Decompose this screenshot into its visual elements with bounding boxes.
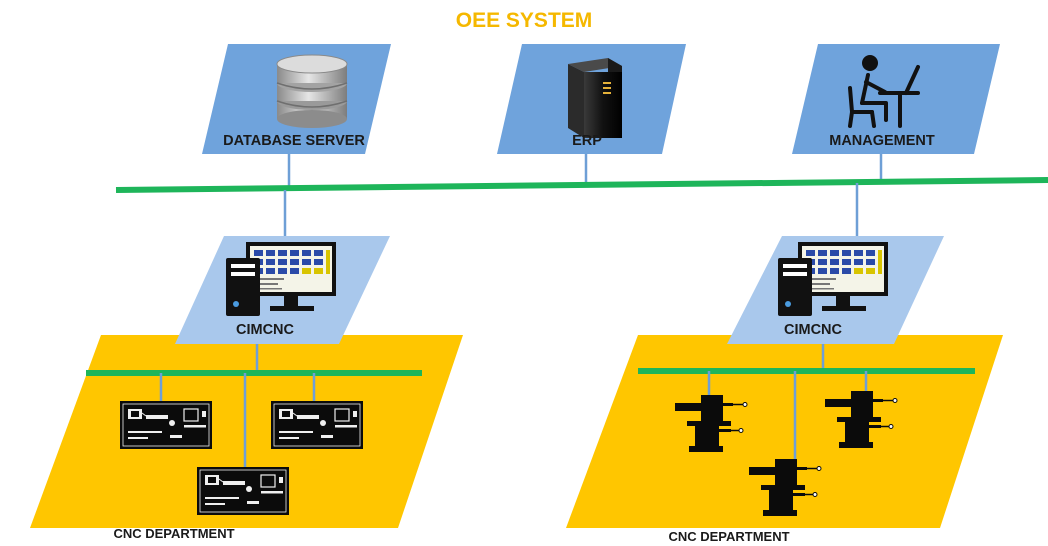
server-tower-icon	[568, 58, 622, 138]
label-management: MANAGEMENT	[829, 133, 935, 149]
label-department-left: CNC DEPARTMENT	[113, 526, 234, 541]
database-icon	[276, 54, 348, 128]
cnc-lathe-icon-2	[270, 400, 364, 450]
main-network-bus	[115, 177, 1048, 193]
label-cimcnc-right: CIMCNC	[784, 322, 843, 338]
label-cimcnc-left: CIMCNC	[236, 322, 295, 338]
label-department-right: CNC DEPARTMENT	[668, 529, 789, 544]
department-panel-right	[566, 335, 1003, 528]
person-at-computer-icon	[848, 55, 920, 128]
cnc-lathe-icon-1	[119, 400, 213, 450]
top-panel-management	[792, 44, 1000, 154]
department-panel-left	[30, 335, 463, 528]
label-erp: ERP	[572, 133, 602, 149]
diagram-title: OEE SYSTEM	[456, 9, 593, 32]
cnc-lathe-icon-3	[196, 466, 290, 516]
label-database-server: DATABASE SERVER	[223, 133, 365, 149]
